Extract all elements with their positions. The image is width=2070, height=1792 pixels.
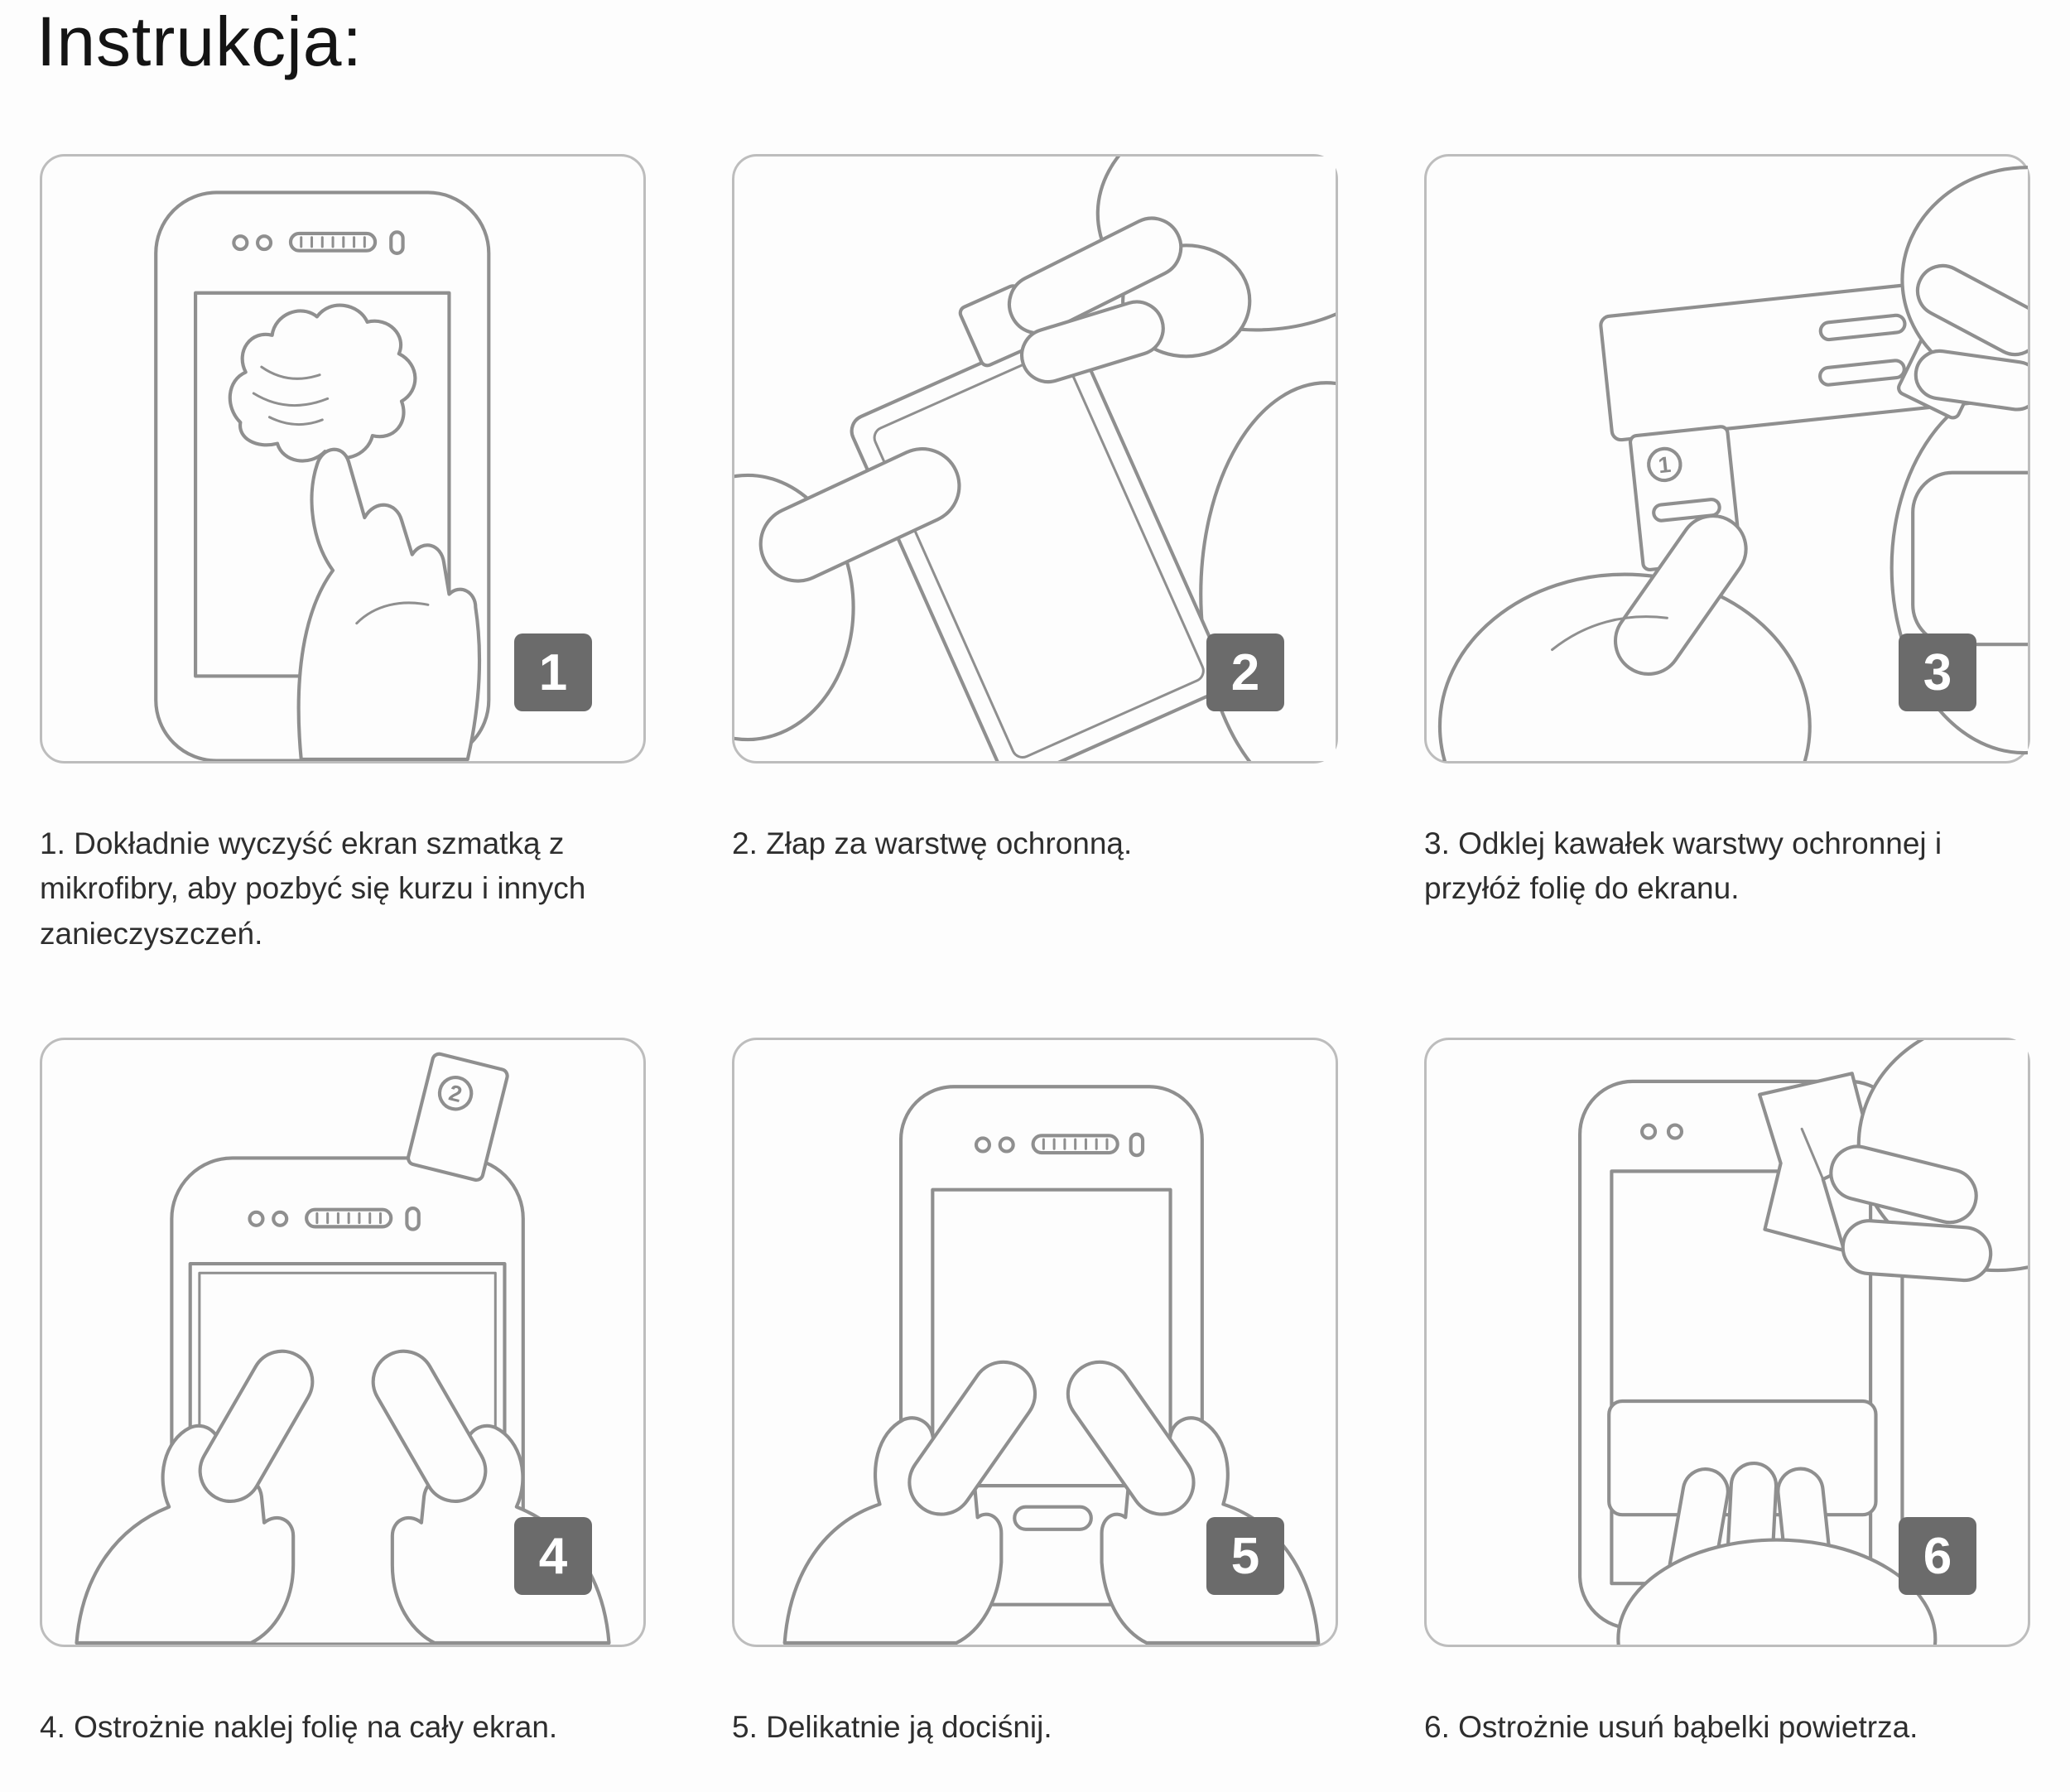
step-number-badge: 1 — [514, 633, 592, 711]
step-2: 2 2. Złap za warstwę ochronną. — [732, 154, 1338, 1038]
step-1: 1 1. Dokładnie wyczyść ekran szmatką z m… — [40, 154, 646, 1038]
steps-grid: 1 1. Dokładnie wyczyść ekran szmatką z m… — [40, 154, 2030, 1750]
step-4: 2 4 4. Ostrożnie naklej folię na cały ek… — [40, 1038, 646, 1750]
thumb-icon — [734, 446, 961, 742]
step-6-panel: 6 — [1424, 1038, 2030, 1647]
step-number-badge: 3 — [1899, 633, 1976, 711]
left-hand-icon — [782, 1360, 1037, 1645]
holding-hand-icon — [1437, 513, 1812, 761]
step-number-badge: 5 — [1206, 1517, 1284, 1595]
apply-foil-illustration: 2 — [75, 1052, 611, 1645]
microfiber-cloth-icon — [228, 303, 417, 463]
wiping-hand-icon — [296, 447, 482, 761]
peel-tab-illustration: 1 — [1437, 166, 2028, 761]
pinching-hand-icon — [1900, 166, 2028, 412]
remove-bubbles-illustration — [1578, 1040, 2028, 1645]
svg-text:2: 2 — [446, 1079, 465, 1107]
step-5: 5 5. Delikatnie ją dociśnij. — [732, 1038, 1338, 1750]
step-3: 1 — [1424, 154, 2030, 1038]
step-3-panel: 1 — [1424, 154, 2030, 764]
step-caption: 5. Delikatnie ją dociśnij. — [732, 1710, 1052, 1744]
step-2-panel: 2 — [732, 154, 1338, 764]
protective-film-icon — [850, 284, 1228, 761]
step-number-badge: 2 — [1206, 633, 1284, 711]
page-title: Instrukcja: — [36, 2, 363, 80]
step-number-badge: 6 — [1899, 1517, 1976, 1595]
film-tab-2-icon: 2 — [406, 1052, 509, 1183]
pinching-hand-icon — [1829, 1040, 2028, 1283]
phone-corner-icon — [1911, 470, 2028, 647]
step-5-panel: 5 — [732, 1038, 1338, 1647]
step-1-panel: 1 — [40, 154, 646, 764]
pressing-hand-icon — [1616, 1461, 1938, 1645]
step-caption: 4. Ostrożnie naklej folię na cały ekran. — [40, 1710, 558, 1744]
step-number-badge: 4 — [514, 1517, 592, 1595]
pinching-hand-icon — [1007, 157, 1336, 384]
step-4-panel: 2 4 — [40, 1038, 646, 1647]
cloth-piece-icon — [1758, 1072, 1875, 1253]
svg-text:1: 1 — [1657, 451, 1672, 478]
step-6: 6 6. Ostrożnie usuń bąbelki powietrza. — [1424, 1038, 2030, 1750]
step-caption: 6. Ostrożnie usuń bąbelki powietrza. — [1424, 1710, 1918, 1744]
left-hand-icon — [75, 1349, 315, 1645]
clean-screen-illustration — [154, 190, 491, 761]
press-foil-illustration — [782, 1085, 1321, 1645]
grab-layer-illustration — [734, 157, 1336, 761]
step-caption: 1. Dokładnie wyczyść ekran szmatką z mik… — [40, 826, 586, 951]
step-caption: 2. Złap za warstwę ochronną. — [732, 826, 1133, 860]
step-caption: 3. Odklej kawałek warstwy ochronnej i pr… — [1424, 826, 1942, 906]
